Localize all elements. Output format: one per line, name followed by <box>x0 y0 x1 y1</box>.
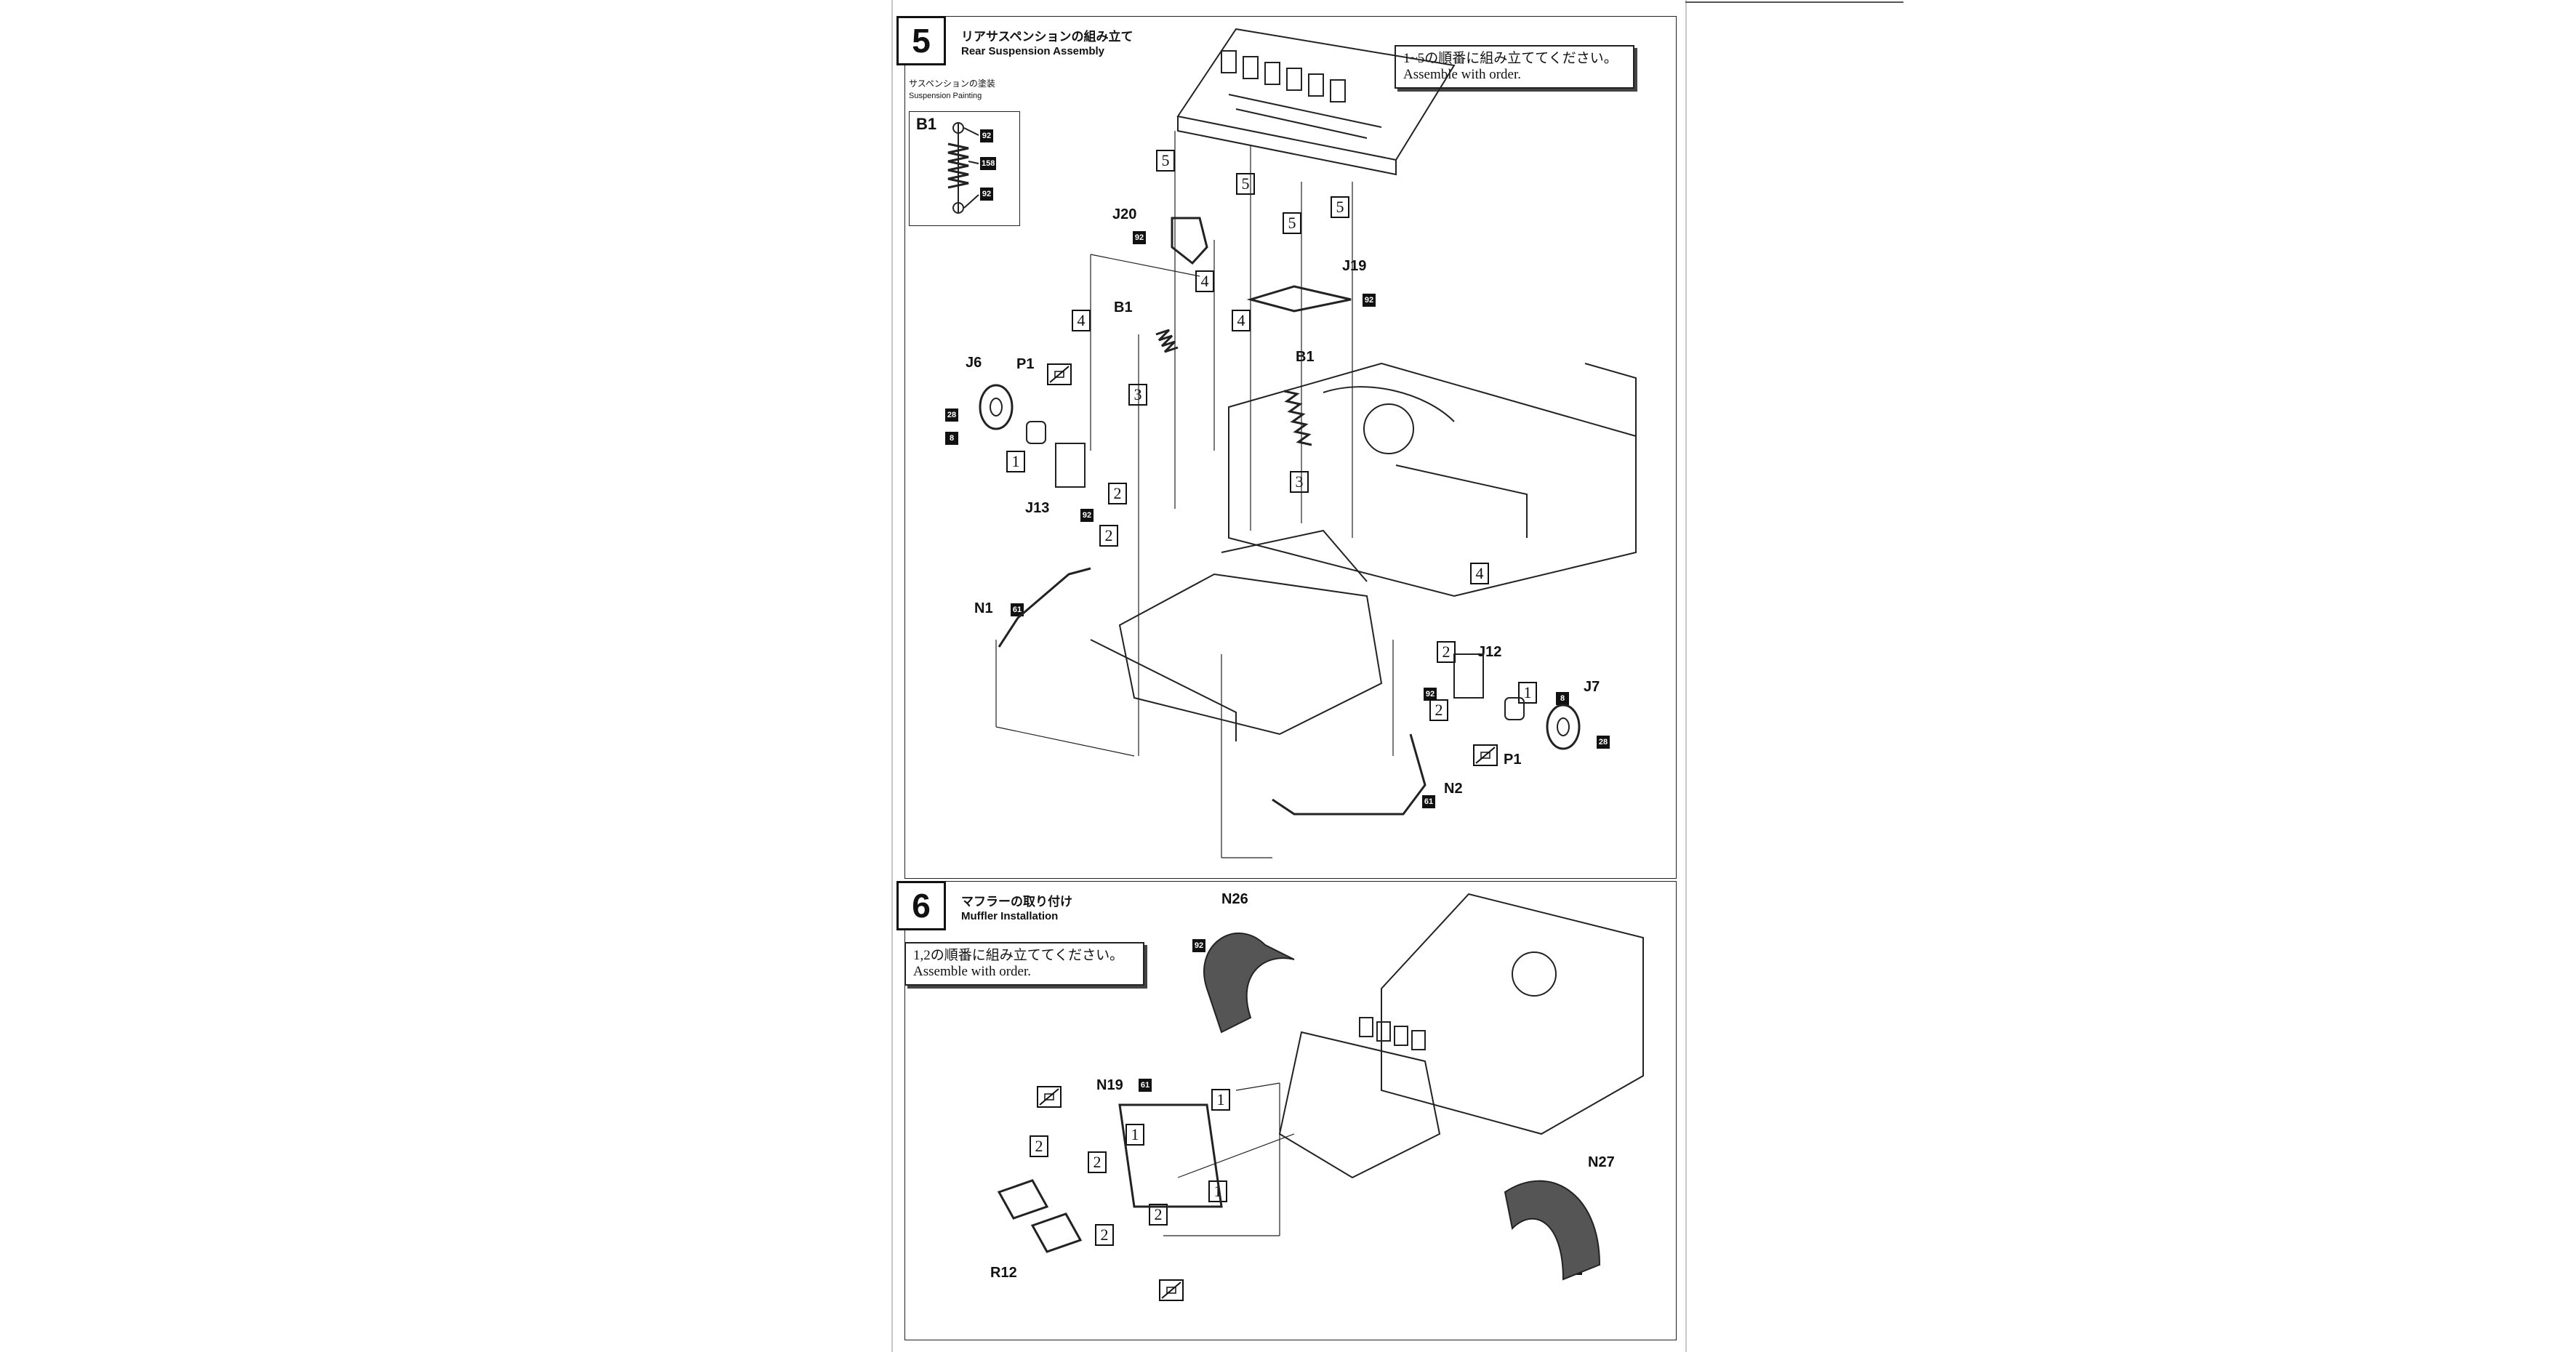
label-p1-left: P1 <box>1016 356 1035 372</box>
label-p1-right: P1 <box>1504 752 1522 768</box>
code-j6-b: 8 <box>945 432 958 445</box>
page-edge-right <box>1685 0 1687 1352</box>
engine-frame-illustration <box>1176 28 1456 176</box>
p1-left-illustration <box>1026 421 1046 444</box>
n2-rod <box>1272 733 1427 816</box>
j7-hub <box>1546 704 1581 750</box>
seq-3-a: 3 <box>1128 384 1147 406</box>
j13-illustration <box>1055 443 1086 488</box>
j6-hub <box>979 384 1014 430</box>
step6-note-en: Assemble with order. <box>913 963 1032 979</box>
code-j12: 92 <box>1424 688 1437 701</box>
label-j13: J13 <box>1025 500 1050 516</box>
seq-5-c: 5 <box>1283 212 1301 234</box>
painting-title-jp: サスペンションの塗装 <box>909 79 995 89</box>
seq-4-d: 4 <box>1470 563 1489 584</box>
painting-title-en: Suspension Painting <box>909 92 982 100</box>
seq6-1-a: 1 <box>1211 1089 1230 1111</box>
no-glue-icon-top <box>1037 1086 1062 1108</box>
step6-note-jp: 1,2の順番に組み立ててください。 <box>913 948 1124 963</box>
seq-5-a: 5 <box>1156 150 1175 172</box>
step5-note: 1~5の順番に組み立ててください。 Assemble with order. <box>1395 45 1634 89</box>
no-glue-icon-bottom <box>1159 1279 1184 1301</box>
seq-4-a: 4 <box>1195 270 1214 292</box>
label-n2: N2 <box>1444 781 1463 797</box>
label-j6: J6 <box>966 355 982 371</box>
gearbox-illustration <box>1118 573 1383 736</box>
step5-title-en: Rear Suspension Assembly <box>961 45 1105 57</box>
label-n26: N26 <box>1221 891 1248 907</box>
code-n26: 92 <box>1192 939 1205 952</box>
code-j6-a: 28 <box>945 409 958 422</box>
label-n27: N27 <box>1588 1154 1615 1170</box>
label-n19: N19 <box>1096 1077 1123 1093</box>
step6-number: 6 <box>896 881 946 930</box>
seq-5-b: 5 <box>1236 173 1255 195</box>
label-b1-left: B1 <box>1114 299 1133 315</box>
page-edge-left <box>891 0 893 1352</box>
b1-spring-left <box>1155 329 1179 353</box>
chassis-step5 <box>1228 362 1637 597</box>
step5-number: 5 <box>896 16 946 65</box>
seq-1-a: 1 <box>1006 451 1025 472</box>
painting-shock-illustration <box>947 122 979 214</box>
seq-2-c: 2 <box>1437 641 1456 663</box>
code-n1: 61 <box>1011 603 1024 616</box>
seq-4-c: 4 <box>1232 310 1251 331</box>
seq6-1-b: 1 <box>1126 1124 1144 1146</box>
page-top-rule <box>1685 1 1903 3</box>
step6-title-en: Muffler Installation <box>961 910 1059 922</box>
n1-rod <box>998 567 1091 648</box>
label-n1: N1 <box>974 600 993 616</box>
code-n2: 61 <box>1422 795 1435 808</box>
code-j7-b: 28 <box>1597 736 1610 749</box>
code-j7-a: 8 <box>1556 692 1569 705</box>
j19-illustration <box>1246 285 1352 313</box>
code-j13: 92 <box>1080 509 1094 522</box>
j20-illustration <box>1171 217 1208 265</box>
painting-part-label: B1 <box>916 115 937 133</box>
label-b1-right: B1 <box>1296 349 1315 365</box>
step5-title-jp: リアサスペンションの組み立て <box>961 30 1133 44</box>
label-j20: J20 <box>1112 206 1137 222</box>
step6-illustration <box>997 893 1644 1281</box>
b1-spring-right <box>1283 390 1312 446</box>
seq6-2-b: 2 <box>1088 1151 1107 1173</box>
painting-code-top: 92 <box>980 129 993 142</box>
no-glue-icon-right <box>1473 744 1498 766</box>
seq-2-a: 2 <box>1108 483 1127 504</box>
code-j20: 92 <box>1133 231 1146 244</box>
label-j7: J7 <box>1584 679 1600 695</box>
seq6-2-d: 2 <box>1095 1224 1114 1246</box>
step6-title-jp: マフラーの取り付け <box>961 895 1072 909</box>
seq-5-d: 5 <box>1331 196 1349 218</box>
code-j19: 92 <box>1363 294 1376 307</box>
painting-code-middle: 158 <box>980 157 997 170</box>
seq-2-d: 2 <box>1429 699 1448 721</box>
seq-1-b: 1 <box>1518 682 1537 704</box>
seq-3-b: 3 <box>1290 471 1309 493</box>
no-glue-icon-left <box>1047 363 1072 385</box>
painting-code-bottom: 92 <box>980 188 993 201</box>
seq-4-b: 4 <box>1072 310 1091 331</box>
step6-note: 1,2の順番に組み立ててください。 Assemble with order. <box>904 942 1144 986</box>
seq-2-b: 2 <box>1099 525 1118 547</box>
step5-note-jp: 1~5の順番に組み立ててください。 <box>1403 51 1618 66</box>
code-n19: 61 <box>1139 1079 1152 1092</box>
seq6-2-a: 2 <box>1030 1135 1048 1157</box>
step5-note-en: Assemble with order. <box>1403 66 1522 82</box>
j12-illustration <box>1453 653 1484 699</box>
label-r12: R12 <box>990 1265 1017 1281</box>
p1-right-illustration <box>1504 697 1525 720</box>
label-j19: J19 <box>1342 258 1367 274</box>
